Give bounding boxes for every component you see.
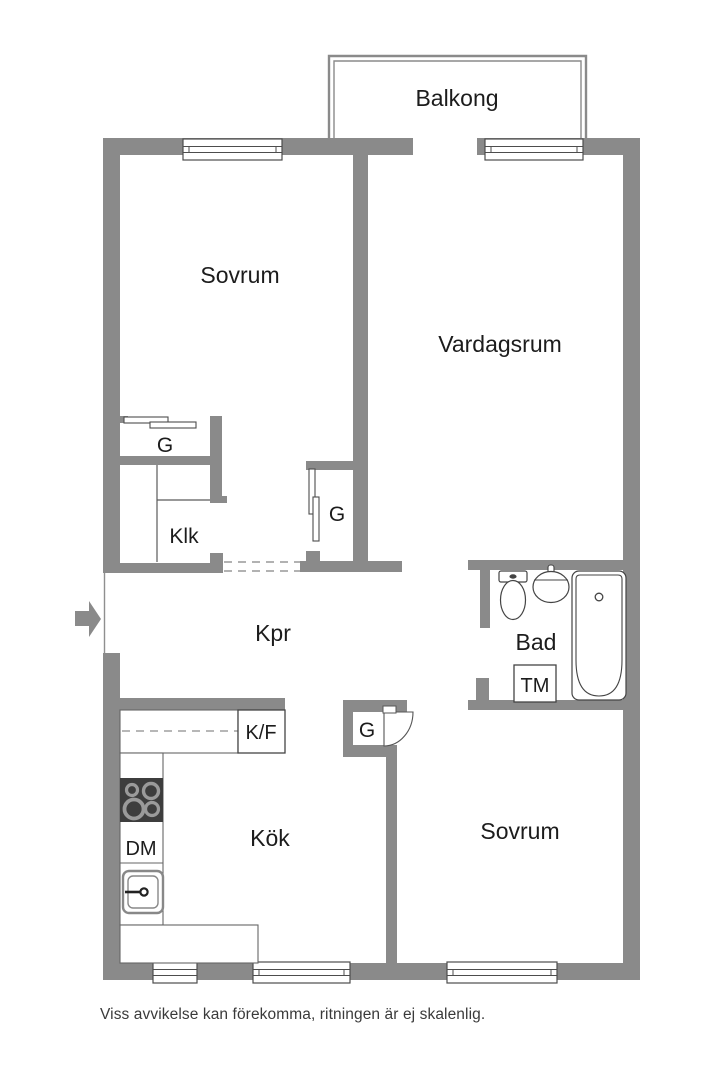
wall-midcloset-top	[306, 461, 353, 470]
wall-kcloset-bottom	[343, 745, 388, 757]
sliding-door-top-closet-1	[123, 416, 169, 424]
sliding-door-mid-closet-1	[308, 468, 316, 515]
room-label-fridge-freezer: K/F	[245, 722, 276, 744]
wall-bath-bottom	[468, 700, 623, 710]
window-living-room-icon	[484, 138, 584, 161]
disclaimer-text: Viss avvikelse kan förekomma, ritningen …	[100, 1006, 486, 1023]
bathroom-sink-icon	[532, 564, 570, 604]
entrance-arrow-icon	[75, 601, 101, 637]
balcony-door-opening	[413, 138, 477, 155]
stove-icon	[120, 778, 163, 822]
window-bedroom-top-icon	[182, 138, 283, 161]
sliding-door-mid-closet-2	[312, 496, 320, 542]
kitchen-sink-icon	[121, 869, 165, 915]
room-label-closet-kitchen: G	[359, 719, 375, 742]
wall-bath-door-stub	[476, 678, 489, 702]
fridge-freezer-box	[237, 709, 286, 754]
bathroom-fixtures	[498, 564, 627, 703]
window-kitchen-small-icon	[152, 961, 198, 984]
wall-left-lower	[103, 653, 120, 980]
wall-left-upper	[103, 138, 120, 573]
sliding-doors	[123, 416, 320, 542]
room-label-walk-in-closet: Klk	[169, 525, 199, 548]
kitchen-fixtures	[119, 705, 414, 964]
wall-kitchen-divider	[386, 745, 397, 963]
window-bedroom-bottom-icon	[446, 961, 558, 984]
wall-closet-bottom	[120, 456, 217, 465]
wall-kcloset-left	[343, 700, 353, 757]
wall-hall-mid-stub	[306, 551, 320, 561]
wall-hall-left-stub	[210, 553, 223, 563]
wall-closet-foot	[210, 496, 227, 503]
room-label-closet-mid: G	[329, 503, 345, 526]
wall-right	[623, 138, 640, 980]
wall-bath-left-stub	[480, 570, 490, 628]
room-label-living-room: Vardagsrum	[438, 331, 562, 357]
sliding-door-top-closet-2	[149, 421, 197, 429]
bathtub-icon	[571, 570, 627, 701]
wall-hall-left	[120, 563, 223, 573]
walls	[103, 138, 640, 980]
wall-bath-top	[468, 560, 623, 570]
room-label-balcony: Balkong	[415, 85, 498, 111]
wall-kitchen-top	[120, 698, 285, 710]
room-label-dishwasher: DM	[125, 838, 156, 860]
toilet-icon	[498, 570, 528, 621]
room-label-bedroom-bottom: Sovrum	[480, 818, 559, 844]
room-label-kitchen: Kök	[250, 825, 290, 851]
window-kitchen-icon	[252, 961, 351, 984]
wall-closet-right	[210, 416, 222, 503]
dashed-openings	[224, 561, 300, 572]
counter-bottom-run	[119, 924, 259, 964]
klk-partitions	[156, 465, 210, 562]
room-label-washing-machine: TM	[521, 675, 550, 697]
room-label-bedroom-top: Sovrum	[200, 262, 279, 288]
wall-central	[353, 155, 368, 572]
washing-machine-box	[513, 664, 557, 703]
room-label-hallway: Kpr	[255, 620, 291, 646]
room-label-bathroom: Bad	[516, 629, 557, 655]
wall-hall-mid	[300, 561, 402, 572]
room-label-closet-top: G	[157, 434, 173, 457]
closet-door-arc	[382, 705, 414, 747]
balcony-outline	[327, 54, 588, 138]
windows	[152, 138, 584, 984]
